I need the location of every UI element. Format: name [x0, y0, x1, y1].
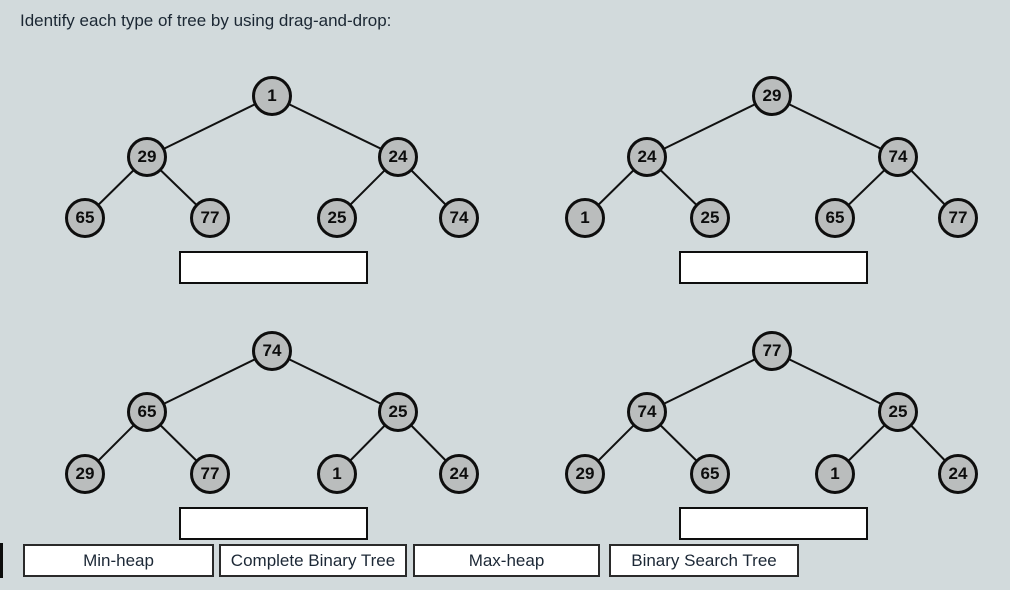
tree4-node-right-right: 24 — [938, 454, 978, 494]
tree2-node-left-left: 1 — [565, 198, 605, 238]
tree3-node-right-right: 24 — [439, 454, 479, 494]
tree2-node-right: 74 — [878, 137, 918, 177]
tree1-node-left-right: 77 — [190, 198, 230, 238]
tree3-dropzone[interactable] — [179, 507, 368, 540]
drag-label-max-heap[interactable]: Max-heap — [413, 544, 600, 577]
drag-label-min-heap[interactable]: Min-heap — [23, 544, 214, 577]
tree4-node-root: 77 — [752, 331, 792, 371]
tree4-node-left-left: 29 — [565, 454, 605, 494]
tree1-node-left: 29 — [127, 137, 167, 177]
tree4-node-right-left: 1 — [815, 454, 855, 494]
tree1-node-root: 1 — [252, 76, 292, 116]
tree1-node-right: 24 — [378, 137, 418, 177]
tree4-node-left: 74 — [627, 392, 667, 432]
tree1-node-right-right: 74 — [439, 198, 479, 238]
tree3-node-right-left: 1 — [317, 454, 357, 494]
tree2-node-right-right: 77 — [938, 198, 978, 238]
tree2-node-left-right: 25 — [690, 198, 730, 238]
tree2-node-right-left: 65 — [815, 198, 855, 238]
tree4-dropzone[interactable] — [679, 507, 868, 540]
clipped-box-edge — [0, 543, 3, 578]
tree3-node-right: 25 — [378, 392, 418, 432]
tree2-dropzone[interactable] — [679, 251, 868, 284]
tree4-node-right: 25 — [878, 392, 918, 432]
drag-label-binary-search-tree[interactable]: Binary Search Tree — [609, 544, 799, 577]
page-title: Identify each type of tree by using drag… — [20, 11, 392, 30]
tree1-dropzone[interactable] — [179, 251, 368, 284]
tree1-node-left-left: 65 — [65, 198, 105, 238]
tree3-node-left: 65 — [127, 392, 167, 432]
tree2-node-left: 24 — [627, 137, 667, 177]
drag-label-complete-binary-tree[interactable]: Complete Binary Tree — [219, 544, 407, 577]
tree4-node-left-right: 65 — [690, 454, 730, 494]
tree3-node-left-right: 77 — [190, 454, 230, 494]
tree1-node-right-left: 25 — [317, 198, 357, 238]
tree3-node-root: 74 — [252, 331, 292, 371]
tree3-node-left-left: 29 — [65, 454, 105, 494]
tree2-node-root: 29 — [752, 76, 792, 116]
